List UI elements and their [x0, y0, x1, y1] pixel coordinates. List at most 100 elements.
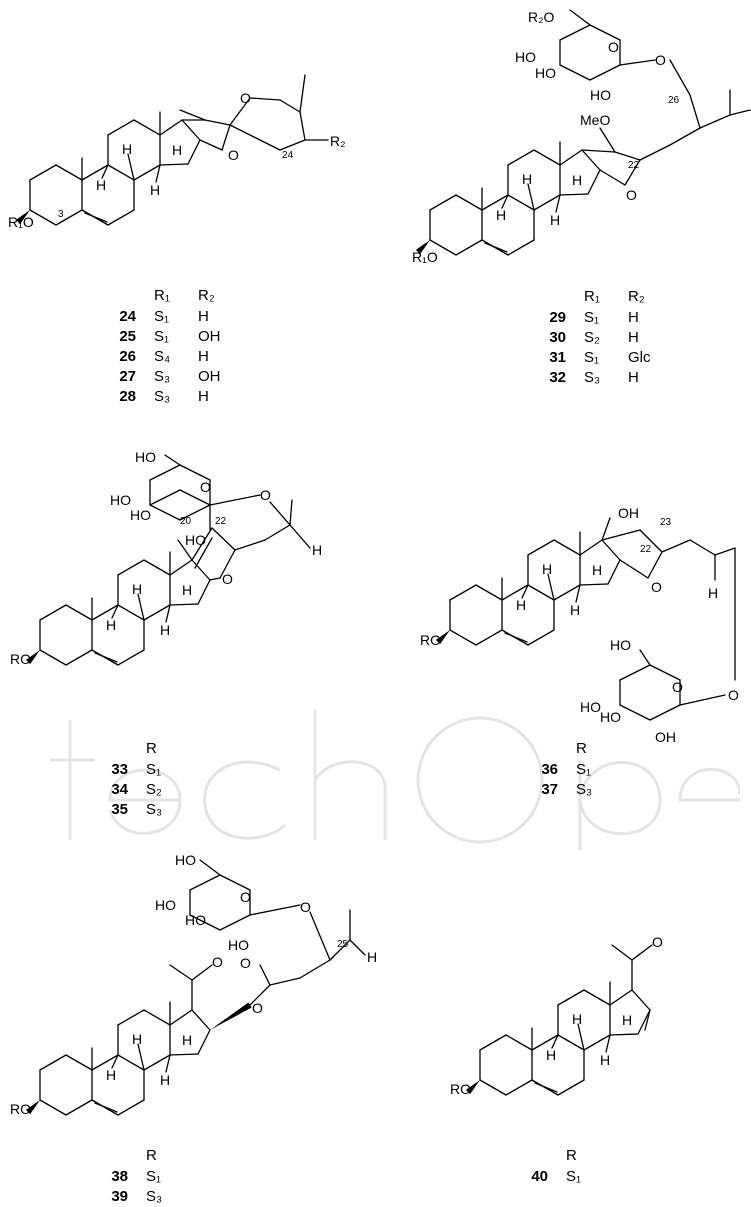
- bond: [259, 964, 271, 986]
- bond: [601, 517, 611, 541]
- bond: [149, 504, 181, 521]
- bond: [133, 119, 161, 136]
- bond: [194, 537, 213, 569]
- bond: [137, 1043, 145, 1071]
- bond: [289, 499, 293, 526]
- bond: [527, 539, 555, 556]
- atom-label: H: [522, 171, 532, 187]
- atom-label: O: [655, 52, 666, 68]
- bond: [143, 559, 171, 576]
- bond: [117, 604, 145, 621]
- bond: [269, 501, 291, 526]
- bond: [527, 629, 555, 646]
- bond: [191, 527, 213, 561]
- atom-label: H: [542, 561, 552, 577]
- bond: [55, 209, 83, 226]
- bond: [164, 454, 181, 466]
- header-r1: R₁: [584, 288, 600, 305]
- bond: [575, 584, 581, 603]
- bond: [179, 109, 206, 121]
- bond: [189, 874, 221, 891]
- atom-label: H: [622, 1012, 632, 1028]
- bond: [94, 1102, 118, 1113]
- bond: [221, 124, 231, 151]
- atom-label: O: [260, 487, 271, 503]
- bond: [531, 1034, 559, 1051]
- atom-label: H: [122, 141, 132, 157]
- bond: [553, 584, 581, 601]
- bond: [501, 584, 529, 601]
- bond: [507, 194, 535, 211]
- bond: [609, 989, 633, 1006]
- bond: [619, 59, 656, 66]
- atom-label: 24: [282, 150, 294, 161]
- bond: [661, 539, 691, 553]
- atom-label: R₂: [330, 133, 346, 149]
- bond: [199, 139, 223, 151]
- bond: [475, 584, 503, 601]
- atom-label: 25: [337, 939, 349, 950]
- atom-label: H: [96, 177, 106, 193]
- atom-label: H: [106, 1067, 116, 1083]
- bond: [637, 1009, 651, 1035]
- atom-label: H: [182, 582, 192, 598]
- atom-label: HO: [600, 709, 621, 725]
- bond: [449, 584, 477, 601]
- bond: [669, 59, 691, 96]
- bond: [533, 149, 561, 166]
- atom-label: HO: [155, 897, 176, 913]
- bond: [65, 604, 93, 621]
- bond: [729, 109, 751, 116]
- bond: [639, 529, 663, 553]
- atom-label: R₂O: [528, 9, 555, 25]
- bond: [607, 559, 621, 585]
- bond: [94, 652, 118, 663]
- bond: [107, 119, 135, 136]
- wedge-bond: [25, 650, 40, 665]
- atom-label: H: [312, 542, 322, 558]
- bond: [504, 632, 528, 643]
- bond: [507, 149, 535, 166]
- bond: [199, 859, 221, 876]
- bond: [559, 64, 591, 81]
- wedge-bond: [25, 1100, 40, 1115]
- bond: [279, 139, 306, 151]
- bond: [479, 1079, 507, 1096]
- bond: [429, 239, 457, 256]
- atom-label: RO: [10, 1101, 31, 1117]
- bond: [533, 194, 561, 211]
- bond: [501, 194, 509, 209]
- atom-label: R₁O: [412, 249, 438, 265]
- atom-label: R₁O: [8, 214, 34, 230]
- bond: [534, 1082, 558, 1093]
- bond: [455, 239, 483, 256]
- bond: [669, 127, 701, 146]
- bond: [177, 539, 193, 561]
- bond: [165, 604, 171, 623]
- atom-label: O: [728, 687, 739, 703]
- bond: [329, 939, 351, 961]
- atom-label: HO: [185, 532, 206, 548]
- bond: [599, 169, 626, 186]
- atom-label: O: [300, 899, 311, 915]
- header-r: R: [566, 1147, 577, 1164]
- bond: [505, 1079, 533, 1096]
- bond: [601, 529, 641, 541]
- bond: [589, 24, 621, 41]
- bond: [117, 649, 145, 666]
- bond: [149, 464, 181, 481]
- bond: [599, 127, 616, 153]
- bond: [589, 64, 621, 81]
